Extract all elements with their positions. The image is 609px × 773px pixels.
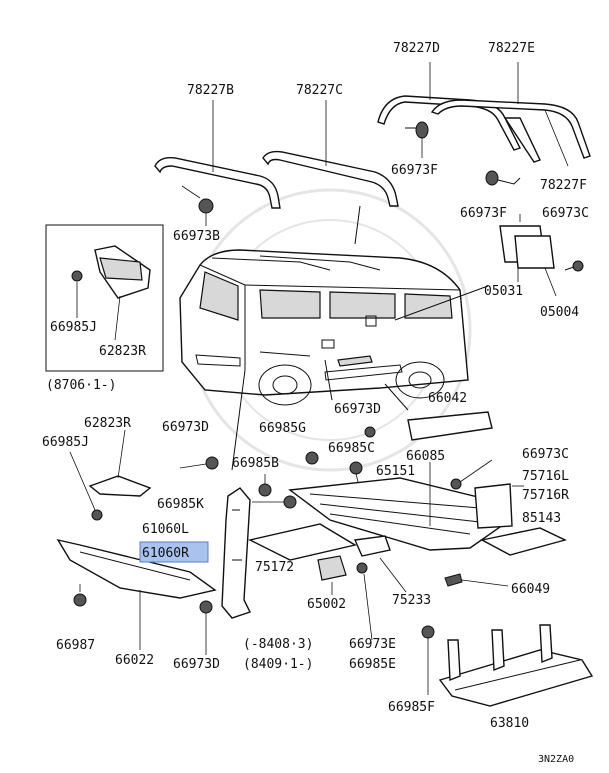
label-date-range-2: (-8408·3) <box>243 637 313 652</box>
label-78227E[interactable]: 78227E <box>488 41 535 56</box>
bolt-66987[interactable] <box>73 584 87 607</box>
bracket-61060L-61060R[interactable] <box>221 487 251 619</box>
floor-panel-65151[interactable] <box>288 462 512 551</box>
clip-66973D-mid[interactable] <box>179 456 219 470</box>
roof-rail-78227D-78227E[interactable] <box>377 62 591 159</box>
label-78227B[interactable]: 78227B <box>187 83 234 98</box>
label-66973F-a[interactable]: 66973F <box>391 163 438 178</box>
clip-66973F-rear[interactable] <box>485 170 521 186</box>
label-66985B[interactable]: 66985B <box>232 456 279 471</box>
label-65151[interactable]: 65151 <box>376 464 415 479</box>
label-75716L[interactable]: 75716L <box>522 469 569 484</box>
label-78227C[interactable]: 78227C <box>296 83 343 98</box>
label-78227F[interactable]: 78227F <box>540 178 587 193</box>
label-66985G[interactable]: 66985G <box>259 421 306 436</box>
label-75716R[interactable]: 75716R <box>522 488 569 503</box>
part-labels: 78227D 78227E 78227B 78227C 66973F 78227… <box>42 41 589 765</box>
clip-66973B[interactable] <box>181 185 214 226</box>
label-78227D[interactable]: 78227D <box>393 41 440 56</box>
label-66973D-c[interactable]: 66973D <box>173 657 220 672</box>
label-66973C-a[interactable]: 66973C <box>542 206 589 221</box>
bolt-66973D-lower[interactable] <box>199 600 213 655</box>
label-date-range-3: (8409·1-) <box>243 657 313 672</box>
label-66985J-b[interactable]: 66985J <box>42 435 89 450</box>
label-75233[interactable]: 75233 <box>392 593 431 608</box>
label-66987[interactable]: 66987 <box>56 638 95 653</box>
roof-rail-78227F[interactable] <box>503 109 569 167</box>
label-66985F[interactable]: 66985F <box>388 700 435 715</box>
splash-shield-62823R[interactable] <box>88 429 152 497</box>
highlight-61060R <box>139 541 209 563</box>
roof-rail-78227C[interactable] <box>262 100 399 207</box>
diagram-code: 3N2ZA0 <box>538 754 574 765</box>
label-05004[interactable]: 05004 <box>540 305 579 320</box>
label-62823R-b[interactable]: 62823R <box>84 416 131 431</box>
label-66973C-b[interactable]: 66973C <box>522 447 569 462</box>
label-05031[interactable]: 05031 <box>484 284 523 299</box>
inset-box <box>45 224 164 372</box>
label-66973F-b[interactable]: 66973F <box>460 206 507 221</box>
van-body <box>179 249 469 406</box>
bolt-66985B[interactable] <box>258 474 272 497</box>
label-63810[interactable]: 63810 <box>490 716 529 731</box>
label-61060R[interactable]: 61060R <box>142 546 189 561</box>
cover-05031-05004[interactable] <box>499 214 584 297</box>
label-66985K[interactable]: 66985K <box>157 497 204 512</box>
splash-guard-66042[interactable] <box>407 411 493 441</box>
label-75172[interactable]: 75172 <box>255 560 294 575</box>
mount-65002[interactable] <box>317 555 347 595</box>
clip-66049[interactable] <box>444 573 509 587</box>
side-step-63810[interactable] <box>438 624 594 707</box>
bolt-66985F[interactable] <box>421 625 435 695</box>
bolt-66985J-lower[interactable] <box>69 451 103 521</box>
label-66042[interactable]: 66042 <box>428 391 467 406</box>
arrow-van-to-cover <box>394 285 489 321</box>
bolt-66973E[interactable] <box>356 562 373 641</box>
label-66973E[interactable]: 66973E <box>349 637 396 652</box>
label-66049[interactable]: 66049 <box>511 582 550 597</box>
label-66985E[interactable]: 66985E <box>349 657 396 672</box>
label-date-range-1: (8706·1-) <box>46 378 116 393</box>
clip-66985C[interactable] <box>364 426 376 438</box>
clip-66973C-lower[interactable] <box>450 459 493 490</box>
bolt-66985K[interactable] <box>252 495 297 509</box>
label-85143[interactable]: 85143 <box>522 511 561 526</box>
bolt-66985G[interactable] <box>305 451 319 465</box>
arrow-roof-to-van <box>354 205 361 245</box>
label-66085[interactable]: 66085 <box>406 449 445 464</box>
label-66985J-a[interactable]: 66985J <box>50 320 97 335</box>
plate-75233[interactable] <box>353 535 407 593</box>
under-cover-66022[interactable] <box>56 538 217 650</box>
label-66985C[interactable]: 66985C <box>328 441 375 456</box>
arrow-van-to-splash <box>324 359 333 401</box>
plate-75172[interactable] <box>247 523 357 561</box>
label-66973D-a[interactable]: 66973D <box>162 420 209 435</box>
arrow-van-to-undercover <box>231 369 246 471</box>
arrow-van-to-66042 <box>384 383 409 411</box>
label-65002[interactable]: 65002 <box>307 597 346 612</box>
label-66022[interactable]: 66022 <box>115 653 154 668</box>
roof-rail-78227B[interactable] <box>154 100 281 209</box>
label-66973B[interactable]: 66973B <box>173 229 220 244</box>
bracket-75716[interactable] <box>474 483 524 529</box>
mat-85143[interactable] <box>479 527 567 556</box>
label-66973D-b[interactable]: 66973D <box>334 402 381 417</box>
label-61060L[interactable]: 61060L <box>142 522 189 537</box>
label-62823R-a[interactable]: 62823R <box>99 344 146 359</box>
clip-66973F-roof[interactable] <box>405 121 429 158</box>
